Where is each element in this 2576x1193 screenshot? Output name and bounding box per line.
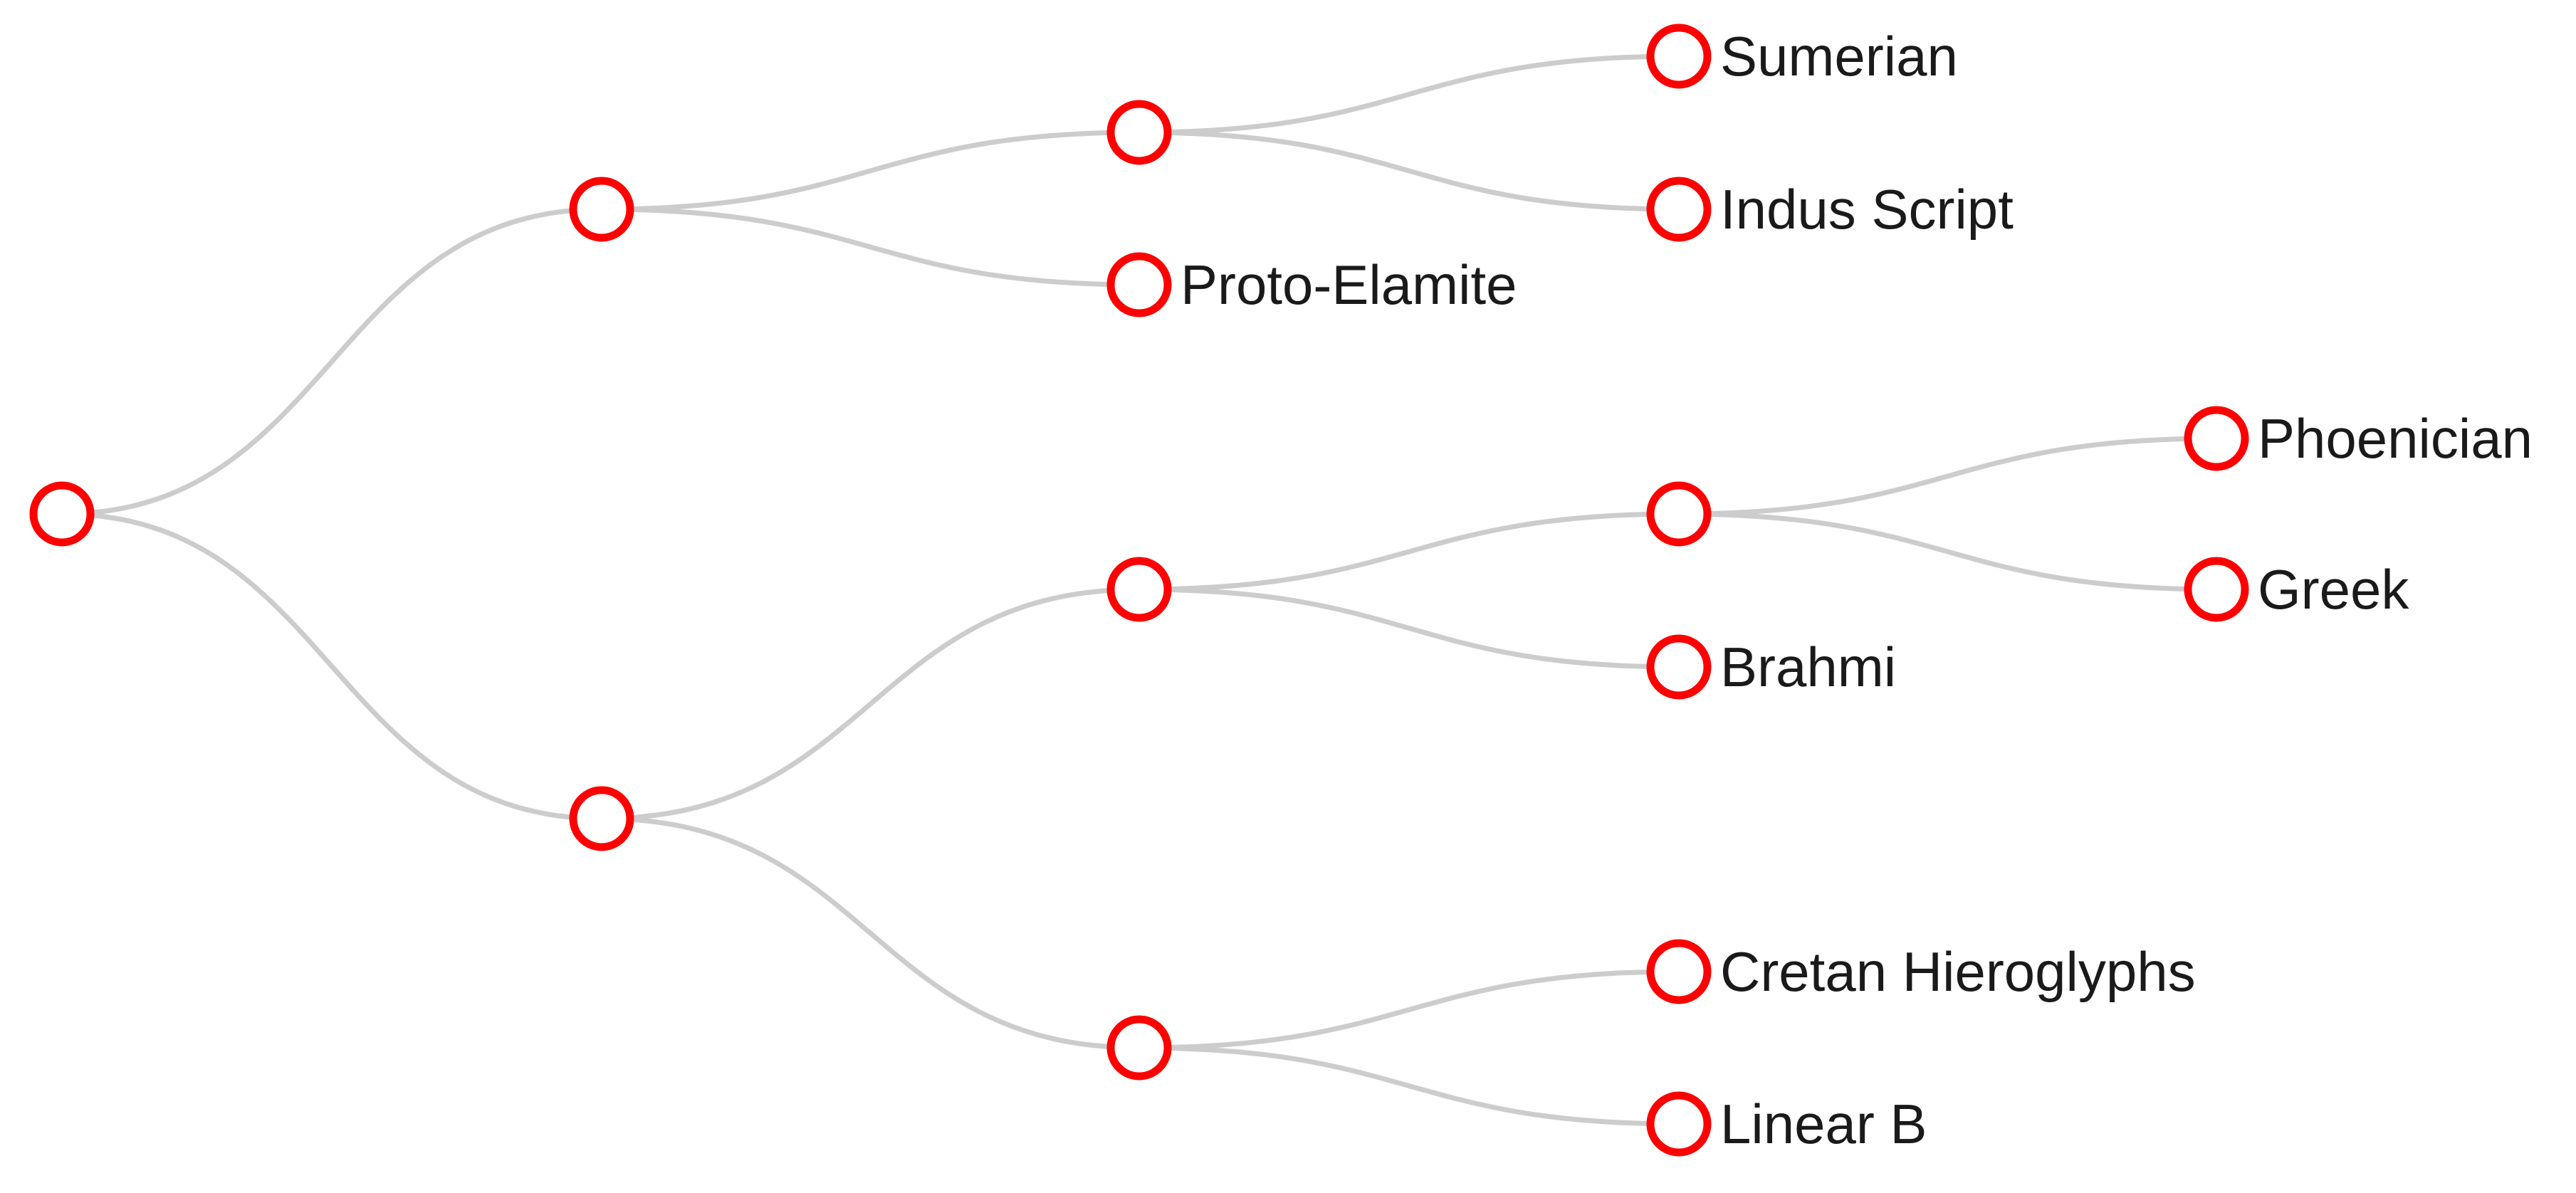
node-indus-script[interactable]: Indus Script [1646,177,2014,242]
node-label-phoenician: Phoenician [2258,407,2533,470]
node-circle-sumerian[interactable] [1646,23,1712,89]
node-circle-root[interactable] [29,481,95,547]
node-circle-brahmi[interactable] [1646,634,1712,700]
node-root[interactable] [29,481,95,547]
link-to-indus-script [1138,130,1680,212]
node-circle-greek[interactable] [2184,557,2249,622]
node-cretan-hieroglyphs[interactable]: Cretan Hieroglyphs [1646,939,2196,1004]
node-label-indus-script: Indus Script [1720,178,2014,241]
node-circle-group-b1[interactable] [1106,557,1172,622]
node-label-brahmi: Brahmi [1720,636,1896,698]
node-circle-group-b1a[interactable] [1646,481,1712,547]
node-group-b[interactable] [569,786,634,851]
link-to-group-b1a [1138,511,1680,592]
node-sumerian[interactable]: Sumerian [1646,23,1958,89]
node-circle-indus-script[interactable] [1646,177,1712,242]
node-circle-group-a1[interactable] [1106,100,1172,165]
node-label-cretan-hieroglyphs: Cretan Hieroglyphs [1720,940,2196,1003]
link-to-proto-elamite [601,206,1140,288]
link-to-group-b2 [601,816,1140,1051]
node-circle-phoenician[interactable] [2184,406,2249,471]
node-group-b1[interactable] [1106,557,1172,622]
node-proto-elamite[interactable]: Proto-Elamite [1106,252,1517,317]
link-to-greek [1678,511,2217,592]
node-label-linear-b: Linear B [1720,1093,1927,1155]
link-to-brahmi [1138,587,1680,670]
node-circle-cretan-hieroglyphs[interactable] [1646,939,1712,1004]
node-label-proto-elamite: Proto-Elamite [1180,253,1517,316]
link-to-cretan-hieroglyphs [1138,969,1680,1051]
link-to-phoenician [1678,436,2217,517]
link-to-group-b1 [601,587,1140,821]
node-group-a[interactable] [569,177,634,242]
node-greek[interactable]: Greek [2184,557,2409,622]
links-layer [61,53,2217,1127]
node-group-b2[interactable] [1106,1015,1172,1081]
node-label-greek: Greek [2258,558,2409,621]
node-group-b1a[interactable] [1646,481,1712,547]
node-phoenician[interactable]: Phoenician [2184,406,2533,471]
node-circle-linear-b[interactable] [1646,1091,1712,1157]
node-circle-proto-elamite[interactable] [1106,252,1172,317]
link-to-group-a1 [601,130,1140,212]
link-to-group-a [61,206,602,517]
node-circle-group-a[interactable] [569,177,634,242]
link-to-sumerian [1138,53,1680,135]
link-to-group-b [61,511,602,821]
node-label-sumerian: Sumerian [1720,25,1958,88]
node-group-a1[interactable] [1106,100,1172,165]
node-brahmi[interactable]: Brahmi [1646,634,1896,700]
node-circle-group-b[interactable] [569,786,634,851]
link-to-linear-b [1138,1045,1680,1127]
node-linear-b[interactable]: Linear B [1646,1091,1927,1157]
node-circle-group-b2[interactable] [1106,1015,1172,1081]
